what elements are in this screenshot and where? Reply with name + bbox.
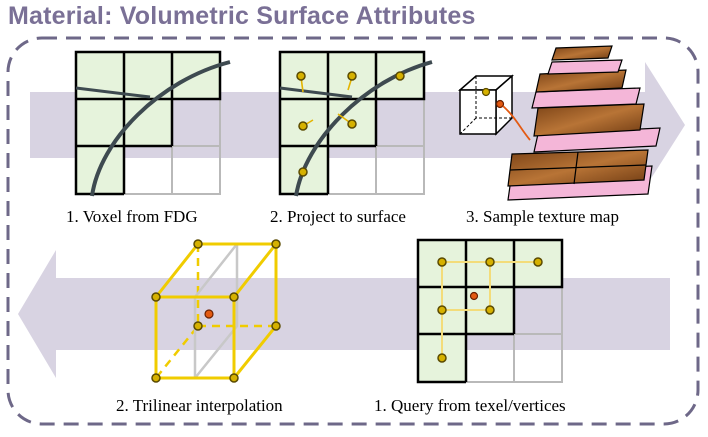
voxel-grid-panel — [74, 50, 231, 197]
sample-cube — [458, 74, 514, 136]
trilinear-cube-panel — [151, 239, 281, 383]
texture-layer-top — [547, 45, 623, 75]
backward-arrow-band — [18, 250, 670, 378]
texture-layer-3 — [533, 103, 661, 153]
interpolated-point — [204, 309, 214, 319]
query-grid-panel — [416, 238, 564, 384]
surface-curve — [90, 60, 231, 197]
dashed-frame — [6, 36, 700, 426]
sample-connector — [502, 105, 531, 141]
project-grid-panel — [278, 50, 433, 197]
caption-project: 2. Project to surface — [270, 207, 406, 226]
surface-curve-short — [75, 86, 151, 99]
page-title: Material: Volumetric Surface Attributes — [8, 2, 476, 30]
caption-voxel: 1. Voxel from FDG — [66, 207, 198, 226]
caption-trilinear: 2. Trilinear interpolation — [116, 396, 283, 415]
caption-sample: 3. Sample texture map — [466, 207, 619, 226]
texture-stack-panel — [458, 45, 661, 201]
texture-layer-2 — [531, 69, 641, 109]
texture-layer-bottom — [507, 149, 653, 201]
voxel-points — [296, 71, 405, 177]
caption-query: 1. Query from texel/vertices — [374, 396, 566, 415]
